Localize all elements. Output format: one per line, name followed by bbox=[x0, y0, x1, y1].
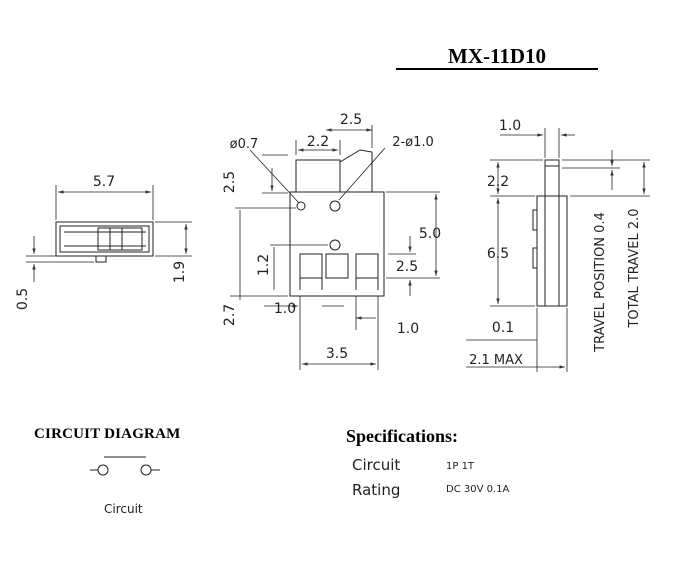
title-underline bbox=[396, 68, 598, 70]
front-pin-2 bbox=[325, 253, 349, 279]
circuit-diagram-title: CIRCUIT DIAGRAM bbox=[34, 426, 181, 442]
front-body-height-dim: 5.0 bbox=[419, 226, 441, 242]
spec-circuit-label: Circuit bbox=[352, 456, 401, 474]
front-view bbox=[230, 125, 440, 370]
travel-position-dim: TRAVEL POSITION 0.4 bbox=[593, 212, 608, 353]
specifications-title: Specifications: bbox=[346, 426, 458, 446]
circuit-contact-right bbox=[140, 464, 152, 476]
side-offset-dim: 0.5 bbox=[15, 288, 31, 310]
spec-rating-value: DC 30V 0.1A bbox=[446, 484, 510, 495]
spec-rating-label: Rating bbox=[352, 481, 401, 499]
total-travel-dim: TOTAL TRAVEL 2.0 bbox=[627, 208, 642, 328]
right-body-height-dim: 6.5 bbox=[487, 246, 509, 262]
right-max-width-dim: 2.1 MAX bbox=[469, 353, 523, 368]
circuit-symbol bbox=[90, 456, 160, 476]
side-height-dim: 1.9 bbox=[172, 261, 188, 283]
front-pin-pitch-right-dim: 1.0 bbox=[397, 321, 419, 337]
front-hole-small bbox=[296, 201, 306, 211]
circuit-label: Circuit bbox=[104, 502, 143, 516]
circuit-contact-left bbox=[97, 464, 109, 476]
front-top-offset-dim: 2.5 bbox=[340, 112, 362, 128]
side-view-pin bbox=[95, 255, 107, 263]
side-view-plunger bbox=[97, 227, 143, 251]
front-pin-span-dim: 3.5 bbox=[326, 346, 348, 362]
front-pin-3 bbox=[355, 253, 379, 279]
front-pin-height-dim: 2.5 bbox=[396, 259, 418, 275]
part-number-title: MX-11D10 bbox=[448, 44, 546, 68]
front-left-top-dim: 2.5 bbox=[222, 171, 238, 193]
front-hole-2 bbox=[329, 239, 341, 251]
front-pin-pitch-left-dim: 1.0 bbox=[274, 301, 296, 317]
front-actuator bbox=[339, 149, 373, 192]
front-pin-1 bbox=[299, 253, 323, 279]
right-view bbox=[466, 128, 650, 372]
right-bottom-dim: 0.1 bbox=[492, 320, 514, 336]
spec-circuit-value: 1P 1T bbox=[446, 461, 475, 472]
side-width-dim: 5.7 bbox=[93, 174, 115, 190]
front-hole-height-dim: 1.2 bbox=[256, 254, 272, 276]
front-hole-1 bbox=[329, 200, 341, 212]
front-holes-dim: 2-ø1.0 bbox=[392, 135, 434, 150]
side-view-inner bbox=[59, 225, 150, 253]
front-hole-small-dim: ø0.7 bbox=[230, 137, 259, 152]
right-plunger-width-dim: 1.0 bbox=[499, 118, 521, 134]
front-top-left bbox=[295, 159, 341, 192]
front-top-width-dim: 2.2 bbox=[307, 134, 329, 150]
right-body bbox=[536, 195, 568, 307]
front-pin-length-dim: 2.7 bbox=[222, 304, 238, 326]
right-plunger-height-dim: 2.2 bbox=[487, 174, 509, 190]
right-plunger bbox=[544, 159, 560, 197]
front-body bbox=[289, 191, 385, 297]
side-view-body bbox=[55, 221, 154, 257]
side-view bbox=[26, 185, 192, 282]
